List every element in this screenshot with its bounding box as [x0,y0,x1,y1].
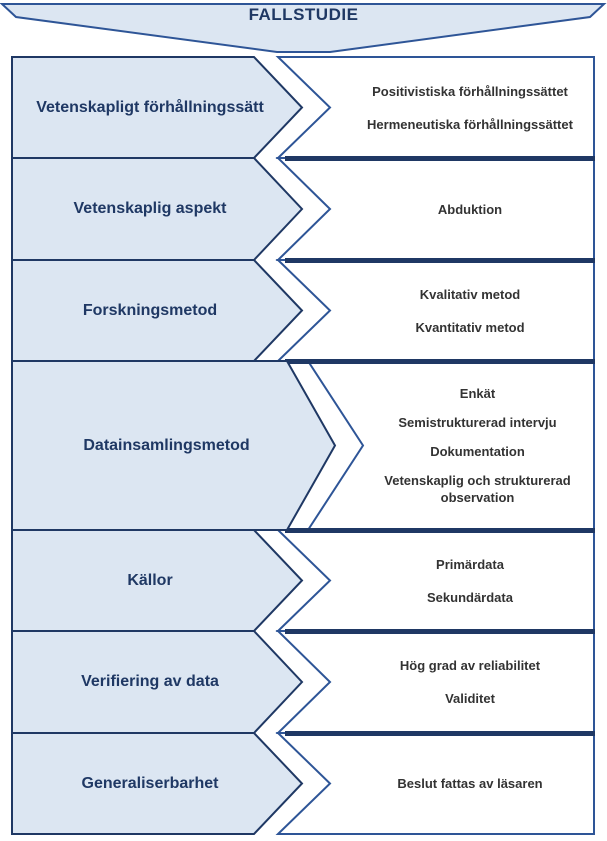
row-divider [285,731,595,736]
row-item: Hög grad av reliabilitet [399,658,541,673]
row-item: Primärdata [436,556,504,572]
row-label: Generaliserbarhet [81,774,219,792]
row-item: Sekundärdata [427,589,513,605]
header-banner [0,3,607,53]
row-label: Forskningsmetod [82,301,218,319]
row-items: Beslut fattas av läsaren [335,733,605,834]
row-item: Dokumentation [430,444,525,459]
row-item: Enkät [459,386,496,401]
row-label: Verifiering av data [81,673,219,690]
row-item: Kvalitativ metod [419,286,521,302]
row-item: Semistrukturerad intervju [398,415,557,430]
row-label: Vetenskapligt förhållningssätt [36,98,264,116]
row-divider [285,629,595,634]
row-item: Abduktion [437,201,503,217]
row-item: Kvantitativ metod [415,319,525,335]
row-item: Hermeneutiska förhållningssättet [367,116,573,132]
row-item: Beslut fattas av läsaren [397,776,543,791]
row-arrow [11,157,304,261]
row-item: Validitet [445,691,495,706]
row-divider [285,258,595,263]
row-arrow [11,56,304,159]
row-label: Källor [127,571,173,589]
row-divider [285,359,595,364]
row-divider [285,528,595,533]
row-items: Abduktion [335,158,605,260]
row-arrow [11,630,304,734]
row-item: Vetenskaplig och strukturerad observatio… [384,473,571,505]
row-divider [285,156,595,161]
row-label: Vetenskaplig aspekt [73,200,227,217]
row-arrow [11,259,304,362]
row-item: Positivistiska förhållningssättet [372,83,568,99]
row-arrow [11,360,337,531]
row-arrow [11,732,304,835]
row-label: Datainsamlingsmetod [83,436,250,454]
row-arrow [11,529,304,632]
diagram-title: FALLSTUDIE [248,5,359,24]
